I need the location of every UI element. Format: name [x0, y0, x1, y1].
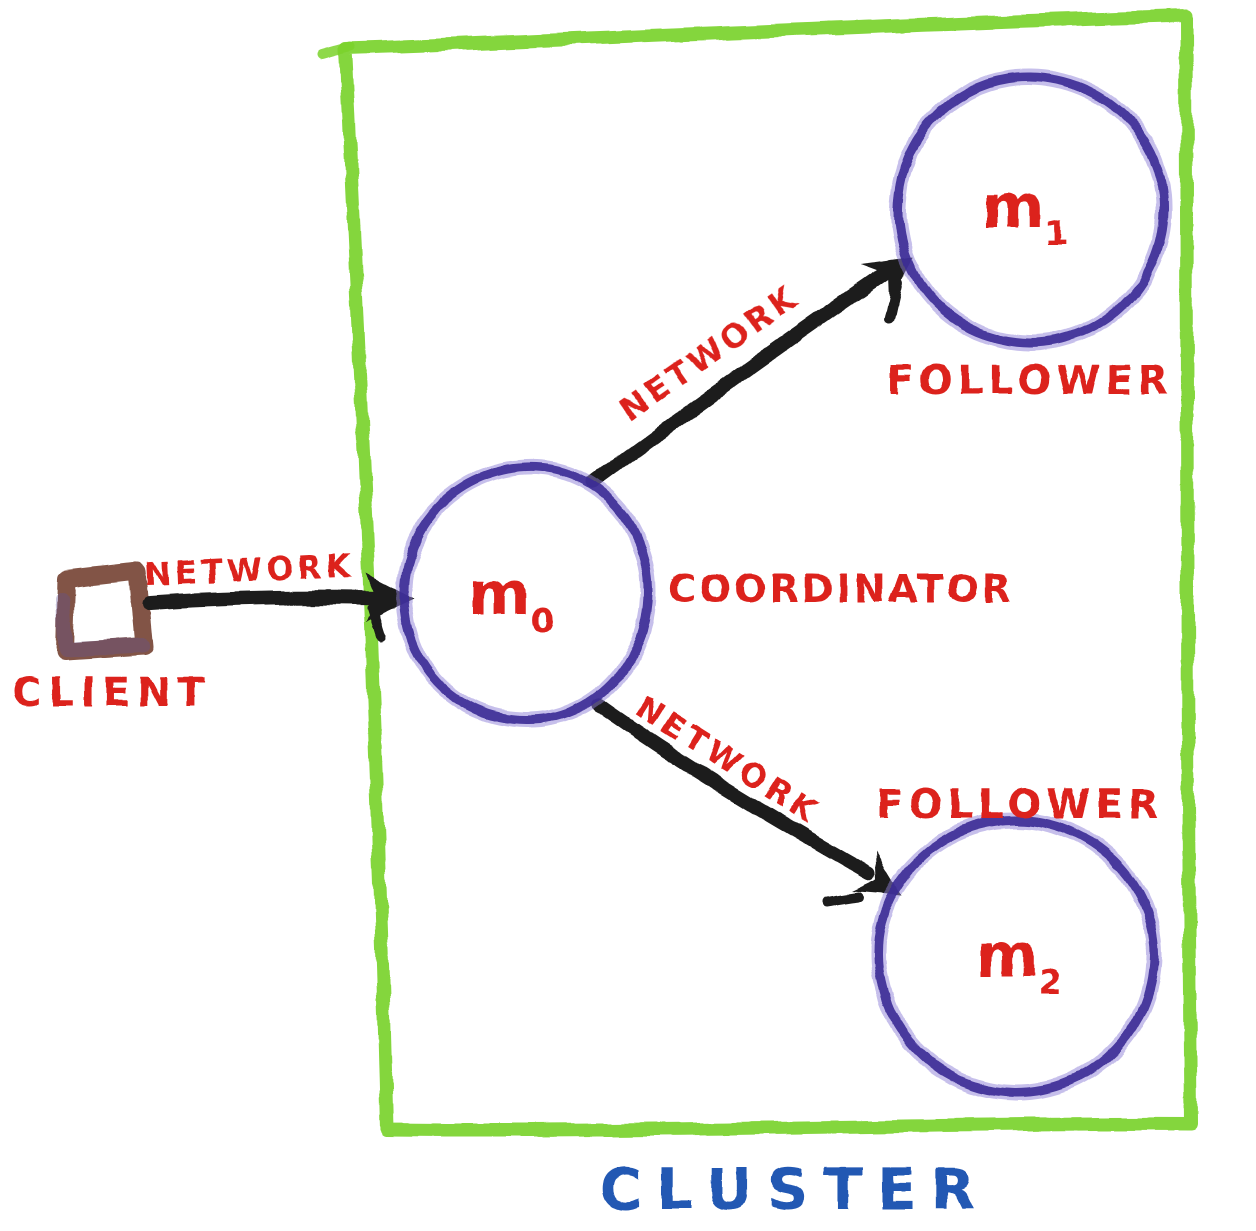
edge-m0-m1-arrowhead-stroke: [884, 278, 902, 324]
node-m2-label-base: m: [976, 921, 1039, 991]
node-m1-label-sub: 1: [1045, 214, 1069, 254]
edge-m0-m1-arrowhead: [861, 257, 913, 302]
node-m0-label-sub: 0: [531, 601, 555, 641]
client-label: CLIENT: [12, 670, 212, 716]
node-m0-role-label: COORDINATOR: [668, 567, 1014, 611]
node-m1-circle: [893, 72, 1169, 348]
node-m1-role-label: FOLLOWER: [886, 358, 1173, 404]
client-square-shade: [55, 592, 150, 657]
edge-m0-m2-line: [592, 698, 876, 880]
cluster-label: CLUSTER: [600, 1157, 990, 1223]
node-m2-circle: [873, 815, 1159, 1097]
node-m0-circle: [399, 463, 653, 725]
edge-client-m0-arrowhead: [366, 574, 414, 622]
edge-m0-m2-arrowhead-stroke: [822, 892, 864, 907]
node-m2-label: m2: [976, 921, 1062, 1003]
node-m2-role-label: FOLLOWER: [876, 782, 1163, 828]
edge-client-m0-arrowhead-stroke: [367, 603, 386, 642]
node-m2-label-sub: 2: [1039, 963, 1063, 1003]
edge-m0-m1-line: [586, 267, 891, 489]
edge-client-m0-line: [143, 590, 399, 610]
node-m0-label: m0: [468, 559, 554, 641]
edge-m0-m2-label: NETWORK: [629, 688, 828, 832]
node-m0-label-base: m: [468, 559, 531, 629]
node-m1-label: m1: [982, 172, 1068, 254]
cluster-border-corner-tick: [317, 41, 355, 59]
cluster-border: [338, 9, 1198, 1138]
edge-client-m0-label: NETWORK: [144, 546, 356, 593]
node-m1-label-base: m: [982, 172, 1045, 242]
